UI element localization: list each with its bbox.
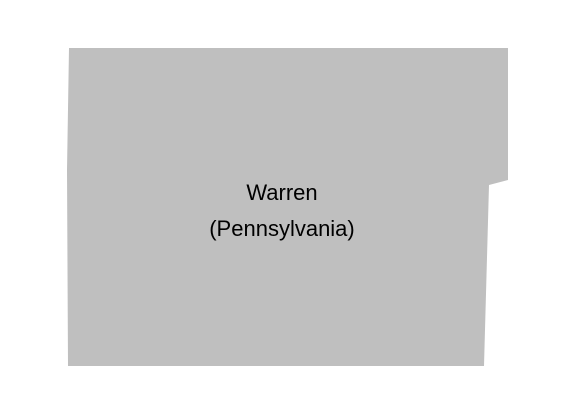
county-label: Warren (Pennsylvania) [182,175,382,247]
county-name: Warren [246,180,318,205]
state-name: (Pennsylvania) [209,216,355,241]
county-shape [67,48,508,366]
